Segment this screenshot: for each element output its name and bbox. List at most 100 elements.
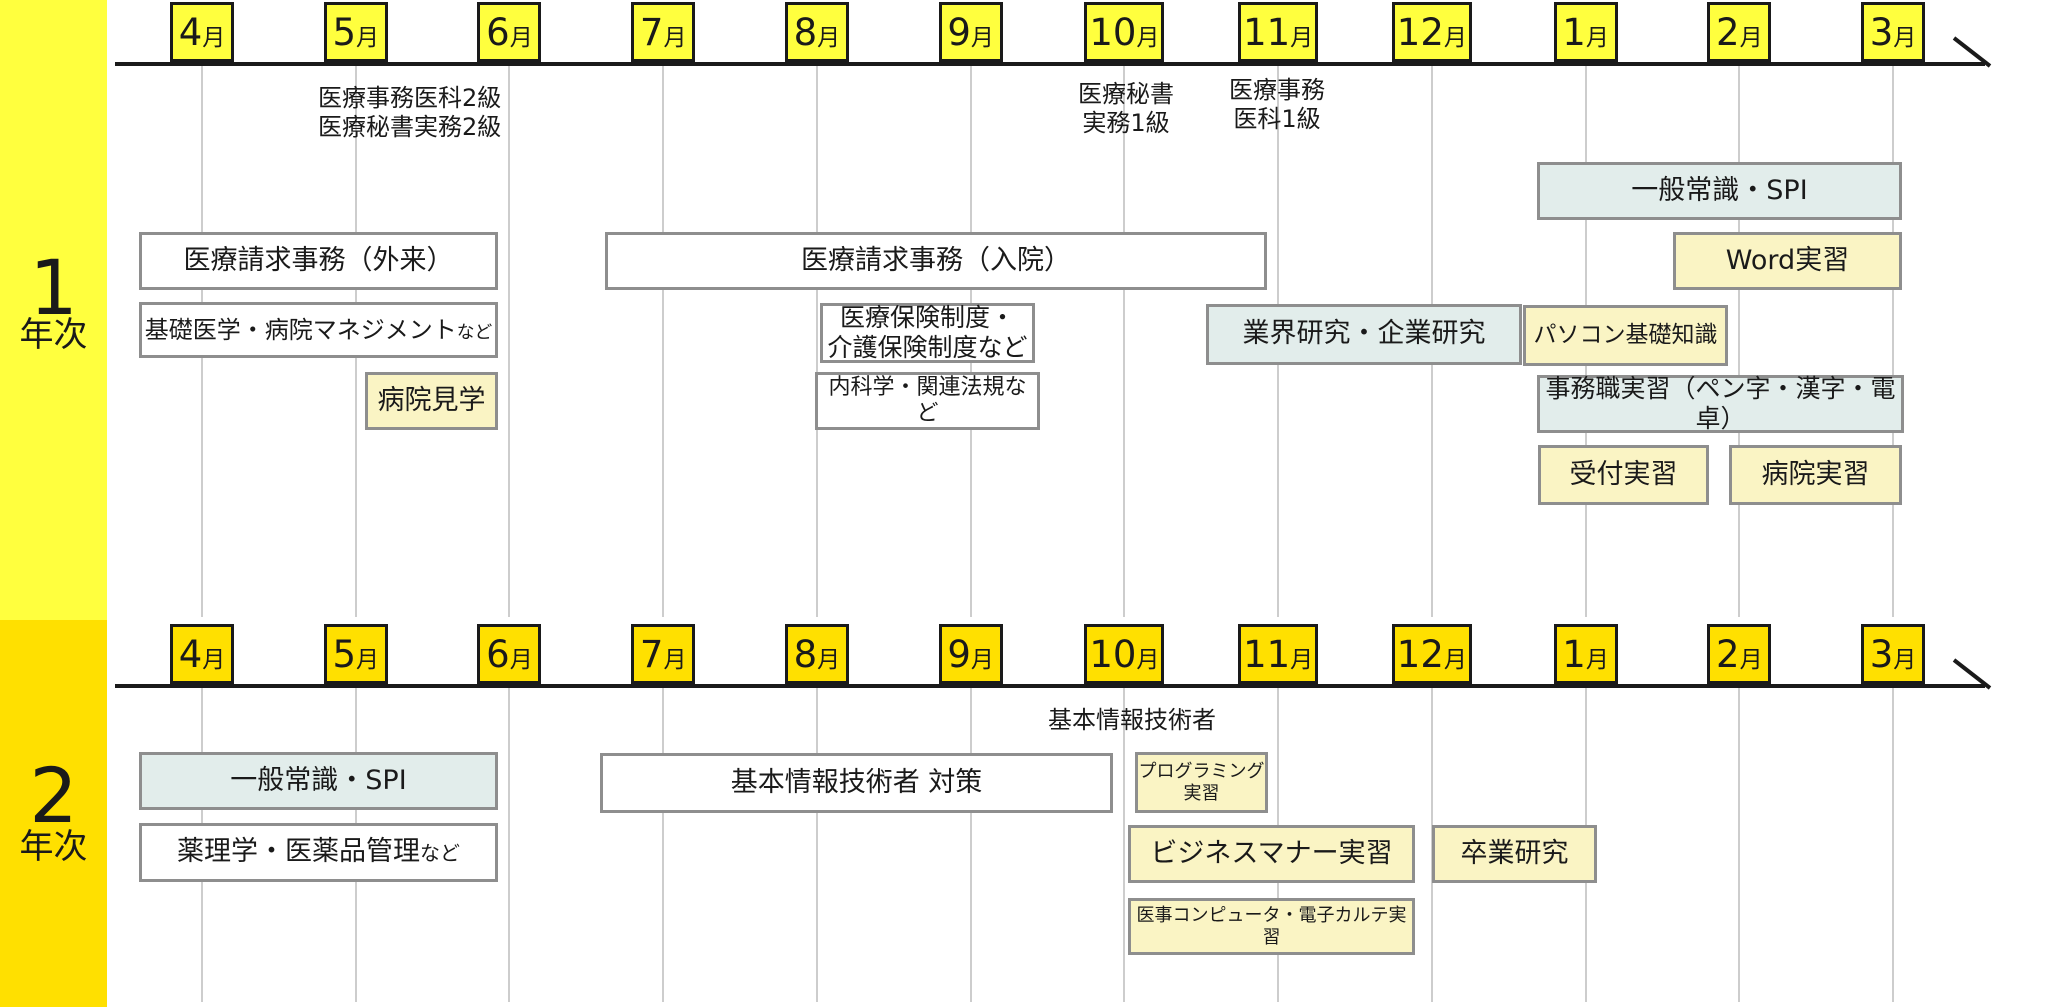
cert-annotation: 医療秘書実務1級 [1078, 80, 1174, 139]
cert-annotation-line: 医療秘書実務2級 [318, 113, 502, 142]
course-block-label: 医療請求事務（外来） [183, 244, 454, 276]
course-block-label: 一般常識・SPI [1631, 174, 1808, 206]
month-unit: 月 [1739, 25, 1763, 51]
month-number: 5 [332, 11, 356, 54]
course-block: プログラミング実習 [1135, 752, 1268, 813]
course-block-label: 薬理学・医薬品管理など [177, 836, 460, 868]
month-gridline [815, 688, 818, 1002]
month-number: 3 [1869, 633, 1894, 676]
month-gridline [508, 688, 511, 1002]
month-number: 7 [639, 633, 664, 676]
cert-annotation-line: 医療事務医科2級 [318, 84, 502, 112]
month-number: 3 [1869, 11, 1894, 54]
month-unit: 月 [817, 647, 841, 673]
month-unit: 月 [1585, 647, 1609, 673]
month-number: 11 [1243, 11, 1291, 54]
course-block-label: 一般常識・SPI [230, 764, 407, 796]
course-block-label: 事務職実習（ペン字・漢字・電卓） [1545, 374, 1896, 433]
month-number: 4 [178, 11, 203, 54]
course-block-label: ビジネスマナー実習 [1150, 837, 1393, 869]
year2-number: 2 [29, 751, 78, 840]
course-block-label: 受付実習 [1569, 458, 1678, 490]
course-block-label: プログラミング [1138, 760, 1265, 782]
month-unit: 月 [1585, 25, 1609, 51]
year1-label: 年次 [19, 315, 88, 355]
year2-label: 年次 [19, 827, 88, 867]
course-block-label: 介護保険制度など [827, 333, 1028, 362]
month-unit: 月 [1136, 25, 1160, 51]
month-gridline [1892, 66, 1895, 617]
month-unit: 月 [1290, 647, 1314, 673]
month-unit: 月 [970, 25, 994, 51]
course-block-label-suffix: など [456, 322, 493, 343]
month-unit: 月 [1893, 25, 1917, 51]
cert-annotation: 医療事務医科1級 [1229, 76, 1325, 135]
month-number: 10 [1089, 11, 1137, 54]
month-unit: 月 [1443, 647, 1467, 673]
month-unit: 月 [1290, 25, 1314, 51]
month-number: 1 [1562, 633, 1586, 676]
month-number: 9 [947, 11, 971, 54]
month-unit: 月 [1893, 647, 1917, 673]
course-block: パソコン基礎知識 [1523, 305, 1728, 366]
axis-arrow-icon [1952, 36, 1992, 68]
course-block: 卒業研究 [1432, 825, 1597, 883]
month-gridline [508, 66, 511, 617]
month-number: 1 [1562, 11, 1586, 54]
course-block: 業界研究・企業研究 [1206, 304, 1522, 365]
course-block: 病院見学 [365, 372, 498, 430]
month-number: 6 [486, 11, 510, 54]
month-number: 5 [332, 633, 356, 676]
cert-annotation-line: 実務1級 [1082, 109, 1170, 138]
month-unit: 月 [355, 25, 379, 51]
course-block-label: 病院実習 [1761, 458, 1870, 490]
course-block: 医療保険制度・介護保険制度など [820, 303, 1035, 363]
course-block: 事務職実習（ペン字・漢字・電卓） [1537, 374, 1904, 433]
course-block-label: 医療保険制度・ [839, 303, 1015, 332]
course-block-label: 内科学・関連法規など [828, 374, 1027, 426]
month-unit: 月 [202, 647, 226, 673]
course-block: 一般常識・SPI [139, 752, 498, 810]
year2-panel: 2 年次 [0, 620, 107, 1007]
year1-panel: 1 年次 [0, 0, 107, 620]
course-block: 基本情報技術者 対策 [600, 753, 1113, 813]
month-gridline [1738, 688, 1741, 1002]
month-gridline [815, 66, 818, 617]
month-number: 4 [178, 633, 203, 676]
month-unit: 月 [970, 647, 994, 673]
course-block-label-suffix: など [420, 841, 460, 866]
course-block-label: 業界研究・企業研究 [1242, 318, 1486, 350]
cert-annotation: 基本情報技術者 [1048, 706, 1216, 735]
course-block: 内科学・関連法規など [815, 372, 1040, 430]
month-gridline [969, 688, 972, 1002]
month-gridline [1123, 688, 1126, 1002]
timeline-axis [115, 62, 1985, 66]
month-unit: 月 [1443, 25, 1467, 51]
month-gridline [662, 688, 665, 1002]
month-number: 6 [486, 633, 510, 676]
course-block-label: Word実習 [1725, 244, 1850, 276]
month-unit: 月 [509, 647, 533, 673]
course-block: 医療請求事務（外来） [139, 232, 498, 290]
course-block: ビジネスマナー実習 [1128, 825, 1415, 883]
